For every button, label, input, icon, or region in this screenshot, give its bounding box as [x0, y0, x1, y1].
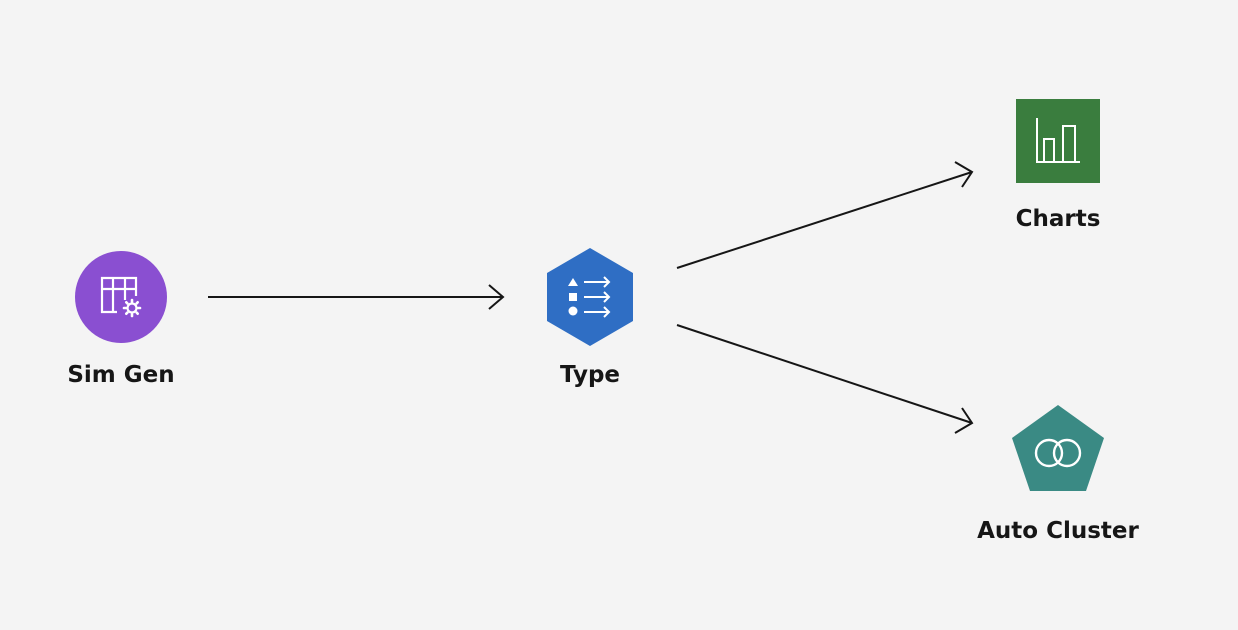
charts-label: Charts: [1015, 206, 1101, 232]
auto-cluster-shape: [1012, 405, 1104, 491]
edge-type-autocluster: [676, 324, 974, 434]
edge-simgen-type: [208, 284, 505, 310]
type-label: Type: [559, 362, 621, 388]
overlapping-circles-icon: [1034, 438, 1082, 468]
table-gear-icon: [100, 276, 142, 318]
list-arrows-icon: [568, 276, 611, 318]
bar-chart-icon: [1036, 118, 1080, 163]
edge-type-charts: [676, 161, 974, 269]
node-auto-cluster[interactable]: [1012, 405, 1104, 491]
sim-gen-shape: [75, 251, 167, 343]
sim-gen-label: Sim Gen: [67, 362, 175, 388]
node-charts[interactable]: [1016, 99, 1100, 183]
node-type[interactable]: [547, 248, 633, 346]
auto-cluster-label: Auto Cluster: [977, 518, 1139, 544]
charts-shape: [1016, 99, 1100, 183]
node-sim-gen[interactable]: [75, 251, 167, 343]
